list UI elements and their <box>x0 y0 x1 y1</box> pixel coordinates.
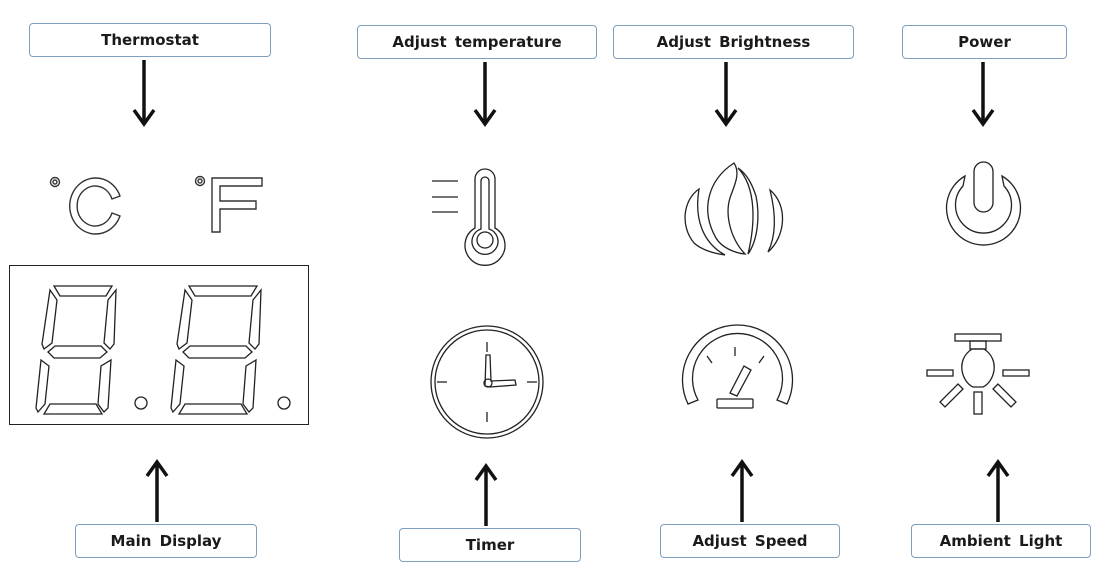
seven-segment-digit-1 <box>35 285 148 415</box>
arrow-up-light <box>986 458 1010 522</box>
fahrenheit-icon <box>194 175 263 233</box>
thermometer-icon <box>432 168 506 266</box>
flame-icon <box>684 162 784 256</box>
ambient-light-label: Ambient Light <box>911 524 1091 558</box>
arrow-up-timer <box>474 462 498 526</box>
power-label: Power <box>902 25 1067 59</box>
adjust-temperature-label: Adjust temperature <box>357 25 597 59</box>
arrow-down-thermostat <box>132 60 156 128</box>
main-display-label-text: Main Display <box>110 532 222 550</box>
timer-label: Timer <box>399 528 581 562</box>
power-icon <box>945 161 1022 246</box>
thermostat-label: Thermostat <box>29 23 271 57</box>
main-display-label: Main Display <box>75 524 257 558</box>
timer-label-text: Timer <box>465 536 515 554</box>
adjust-temperature-label-text: Adjust temperature <box>392 33 562 51</box>
light-bulb-icon <box>926 333 1030 415</box>
adjust-speed-label-text: Adjust Speed <box>692 532 808 550</box>
seven-segment-digit-2 <box>170 285 291 415</box>
thermostat-label-text: Thermostat <box>101 31 199 49</box>
speedometer-icon <box>681 324 794 409</box>
arrow-up-main-display <box>145 458 169 522</box>
ambient-light-label-text: Ambient Light <box>939 532 1063 550</box>
arrow-down-temperature <box>473 62 497 128</box>
arrow-up-speed <box>730 458 754 522</box>
adjust-brightness-label: Adjust Brightness <box>613 25 854 59</box>
clock-icon <box>430 325 544 439</box>
power-label-text: Power <box>958 33 1011 51</box>
arrow-down-power <box>971 62 995 128</box>
arrow-down-brightness <box>714 62 738 128</box>
adjust-speed-label: Adjust Speed <box>660 524 840 558</box>
celsius-icon <box>49 176 121 235</box>
adjust-brightness-label-text: Adjust Brightness <box>656 33 811 51</box>
